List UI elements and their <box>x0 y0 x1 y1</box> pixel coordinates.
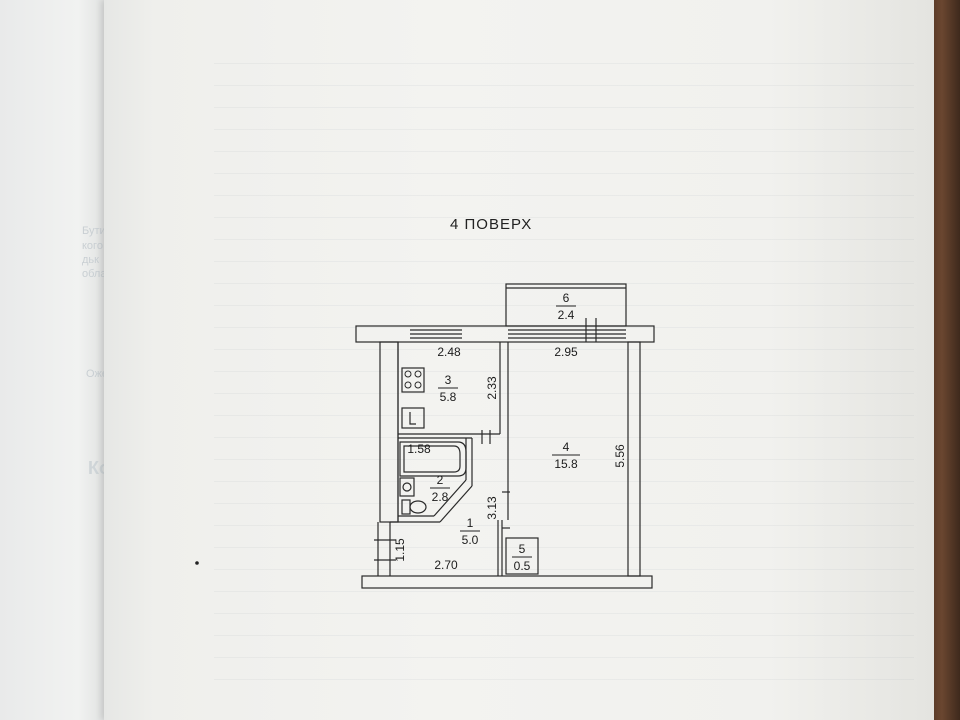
ink-dot <box>195 561 199 565</box>
hall-width-label: 2.70 <box>434 558 458 572</box>
bath-width-label: 1.58 <box>407 442 431 456</box>
stove-icon <box>401 367 425 393</box>
burner-icon <box>414 381 422 389</box>
floor-title: 4 ПОВЕРХ <box>450 216 533 233</box>
toilet-bowl-icon <box>409 500 427 514</box>
room-5-number: 5 <box>519 542 526 556</box>
kitchen-depth-label: 2.33 <box>485 376 499 400</box>
room-3-number: 3 <box>445 373 452 387</box>
room-4-area: 15.8 <box>554 457 578 471</box>
room-4-number: 4 <box>563 440 570 454</box>
room-1-area: 5.0 <box>462 533 479 547</box>
room-1-number: 1 <box>467 516 474 530</box>
toilet-tank-icon <box>401 499 411 515</box>
outer-wall-bottom <box>361 575 653 589</box>
hall-depth-label: 3.13 <box>485 496 499 520</box>
kitchen-width-label: 2.48 <box>437 345 461 359</box>
room-3-area: 5.8 <box>440 390 457 404</box>
closet-outline <box>505 537 539 575</box>
burner-icon <box>404 370 412 378</box>
outer-wall-right <box>627 341 641 577</box>
faint-grid-lines <box>214 60 914 680</box>
bath-sink-icon <box>399 477 415 497</box>
outer-wall-top <box>355 325 655 343</box>
outer-wall-left <box>379 341 399 523</box>
burner-icon <box>404 381 412 389</box>
room-width-label: 2.95 <box>554 345 578 359</box>
room-2-area: 2.8 <box>432 490 449 504</box>
entry-depth-label: 1.15 <box>393 538 407 562</box>
room-depth-label: 5.56 <box>613 444 627 468</box>
burner-icon <box>414 370 422 378</box>
floor-plan-page <box>104 0 934 720</box>
room-2-number: 2 <box>437 473 444 487</box>
room-6-area: 2.4 <box>558 308 575 322</box>
room-6-number: 6 <box>563 291 570 305</box>
room-5-area: 0.5 <box>514 559 531 573</box>
kitchen-sink-icon <box>401 407 425 429</box>
